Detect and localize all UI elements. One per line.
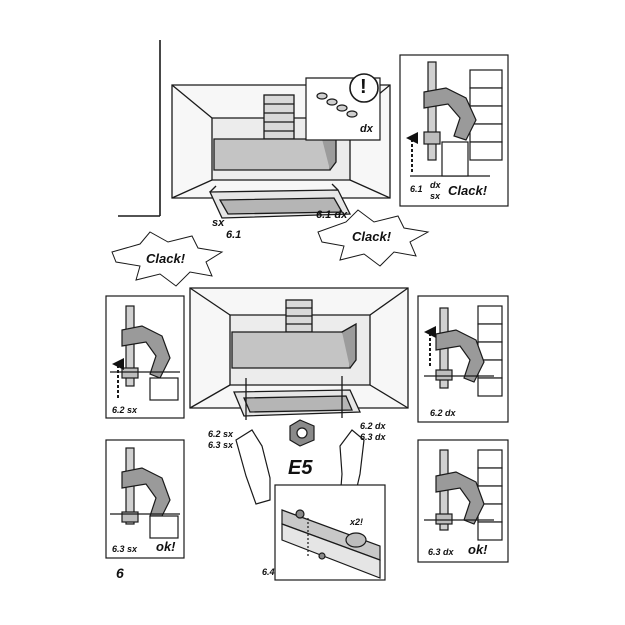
label-clack-left: Clack!: [146, 251, 186, 266]
label-x2: x2!: [350, 517, 364, 527]
label-sx: sx: [212, 217, 225, 229]
label-clack-center: Clack!: [352, 229, 392, 244]
label-6-1-c: sx: [430, 191, 441, 201]
label-6-1-b: dx: [430, 180, 441, 190]
label-6-3-sx: 6.3 sx: [112, 544, 138, 554]
label-bottom-left-b: 6.3 sx: [208, 440, 234, 450]
label-bottom-right-a: 6.2 dx: [360, 421, 386, 431]
panel-6-4: [274, 484, 386, 581]
clack-bursts: [111, 209, 430, 287]
wall-corner: [118, 40, 161, 217]
label-ok-right: ok!: [468, 542, 488, 557]
label-6-2-dx: 6.2 dx: [430, 408, 456, 418]
panel-6-1: [399, 54, 509, 207]
label-6-1: 6.1: [226, 229, 242, 241]
label-6-3-dx: 6.3 dx: [428, 547, 454, 557]
label-dx-top: dx: [360, 123, 373, 135]
panel-6-3-sx: [105, 439, 185, 559]
page-number: 6: [116, 565, 124, 581]
panel-6-3-dx: [417, 439, 509, 563]
warning-mark: !: [360, 76, 367, 98]
label-clack-top: Clack!: [448, 183, 488, 198]
panel-6-2-sx: [105, 295, 185, 419]
label-ok-left: ok!: [156, 539, 176, 554]
label-6-1-dx: 6.1 dx: [316, 209, 348, 221]
label-bottom-left-a: 6.2 sx: [208, 429, 234, 439]
label-6-1-a: 6.1: [410, 184, 423, 194]
center-cabinet: [189, 287, 409, 420]
label-6-4: 6.4: [262, 567, 275, 577]
panel-6-2-dx: [417, 295, 509, 423]
label-6-2-sx: 6.2 sx: [112, 405, 138, 415]
warning-inset: [305, 73, 381, 141]
label-e5: E5: [288, 457, 313, 479]
hands-and-tool: [235, 419, 365, 505]
label-bottom-right-b: 6.3 dx: [360, 432, 386, 442]
